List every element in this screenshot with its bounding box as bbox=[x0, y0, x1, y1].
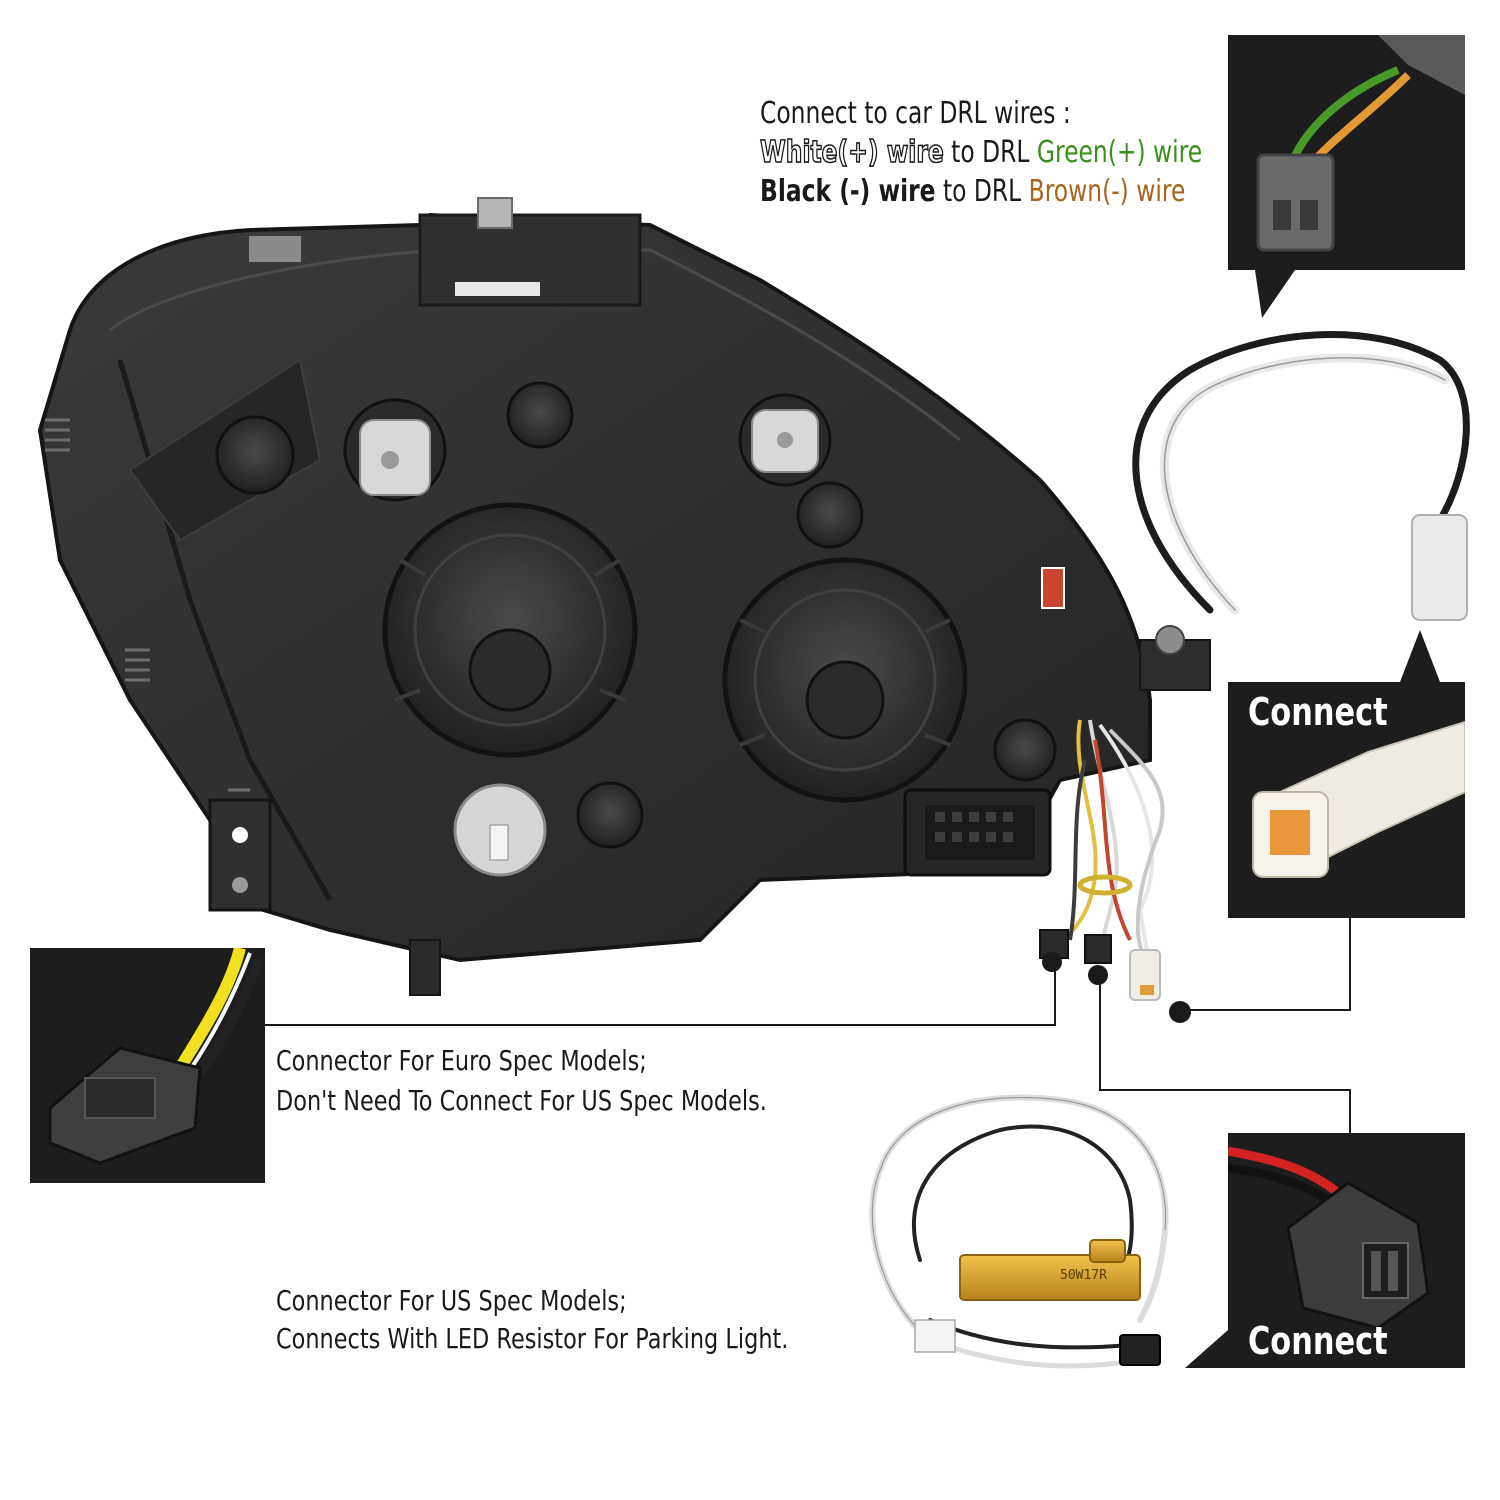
drl-line-connector-text: to DRL bbox=[935, 174, 1029, 209]
white-wire-label: White(+) wire bbox=[759, 134, 944, 171]
drl-heading: Connect to car DRL wires : bbox=[760, 96, 1071, 131]
euro-connector-panel bbox=[30, 948, 265, 1183]
led-resistor-assembly bbox=[869, 1094, 1169, 1369]
us-note-line2: Connects With LED Resistor For Parking L… bbox=[276, 1322, 789, 1355]
bulb-covers bbox=[382, 502, 1065, 803]
housing-caps bbox=[215, 381, 1057, 877]
housing-connector bbox=[903, 788, 1052, 877]
drl-connect-panel: Connect bbox=[1228, 682, 1465, 918]
euro-note-line2: Don't Need To Connect For US Spec Models… bbox=[276, 1084, 767, 1117]
drl-line-black: Black (-) wire to DRL Brown(-) wire bbox=[760, 173, 1185, 211]
drl-connector-photo bbox=[1228, 682, 1465, 918]
us-note-line1: Connector For US Spec Models; bbox=[276, 1284, 627, 1317]
wire-harness bbox=[1053, 719, 1165, 971]
parking-connect-panel: Connect bbox=[1228, 1133, 1465, 1368]
drl-pigtail bbox=[1132, 331, 1470, 621]
green-wire-label: Green(+) wire bbox=[1036, 135, 1203, 170]
resistor-marking: 50W17R bbox=[1060, 1268, 1107, 1283]
drl-connect-label: Connect bbox=[1248, 690, 1388, 734]
drl-line-white: White(+) wire to DRL Green(+) wire bbox=[759, 134, 1203, 172]
parking-connector-photo bbox=[1228, 1133, 1465, 1368]
drl-line-connector-text: to DRL bbox=[943, 135, 1037, 170]
parking-connect-label: Connect bbox=[1248, 1319, 1388, 1363]
black-wire-label: Black (-) wire bbox=[760, 174, 936, 209]
harness-connectors bbox=[1039, 929, 1161, 1001]
drl-wire-photo bbox=[1228, 35, 1465, 270]
brown-wire-label: Brown(-) wire bbox=[1028, 174, 1186, 209]
euro-note-line1: Connector For Euro Spec Models; bbox=[276, 1044, 647, 1077]
leader-dots bbox=[1042, 952, 1191, 1023]
leader-lines bbox=[265, 915, 1351, 1135]
drl-wire-photo-panel bbox=[1228, 35, 1465, 270]
euro-connector-photo bbox=[30, 948, 265, 1183]
